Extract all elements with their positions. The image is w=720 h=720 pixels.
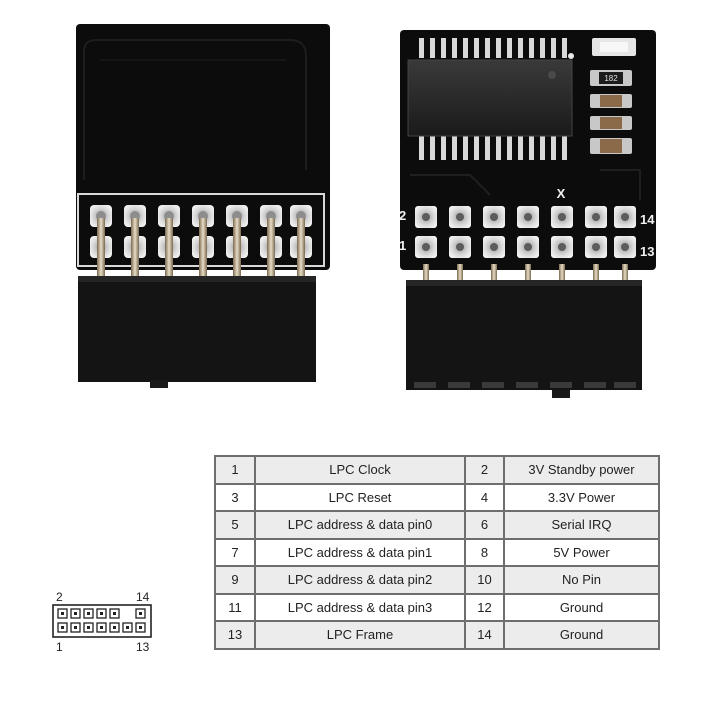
pin-signal: LPC address & data pin0 xyxy=(254,510,466,540)
header-label-bottom-left: 1 xyxy=(56,640,63,654)
tpm-module-photo: 182 X 2 1 14 13 xyxy=(76,24,656,398)
module-back-side xyxy=(76,24,330,388)
table-row: 11 LPC address & data pin3 12 Ground xyxy=(214,592,660,622)
silk-no-pin-mark: X xyxy=(557,186,566,201)
back-pins xyxy=(97,218,305,278)
pin-number: 9 xyxy=(214,565,256,595)
table-row: 1 LPC Clock 2 3V Standby power xyxy=(214,455,660,485)
chip-pins-bottom xyxy=(419,132,567,160)
table-row: 13 LPC Frame 14 Ground xyxy=(214,620,660,650)
pin-signal: LPC Reset xyxy=(254,482,466,512)
pin-number: 12 xyxy=(464,592,505,622)
pin-number: 11 xyxy=(214,592,256,622)
silk-pin-2: 2 xyxy=(399,208,406,223)
pin-signal: 5V Power xyxy=(503,537,660,567)
pin-number: 1 xyxy=(214,455,256,485)
pin-signal: LPC Frame xyxy=(254,620,466,650)
header-pin-grid xyxy=(52,604,152,638)
connector-housing-front xyxy=(406,280,642,390)
pin-number: 10 xyxy=(464,565,505,595)
pin-signal: LPC Clock xyxy=(254,455,466,485)
pin-number: 5 xyxy=(214,510,256,540)
table-row: 3 LPC Reset 4 3.3V Power xyxy=(214,482,660,512)
pin-signal: LPC address & data pin2 xyxy=(254,565,466,595)
pin-signal: Ground xyxy=(503,592,660,622)
back-pads xyxy=(90,205,312,258)
resistor-code: 182 xyxy=(604,74,618,83)
silk-pin-14: 14 xyxy=(640,212,655,227)
pin-number: 13 xyxy=(214,620,256,650)
header-label-bottom-right: 13 xyxy=(136,640,150,654)
tpm-chip xyxy=(407,59,573,137)
pin-signal: No Pin xyxy=(503,565,660,595)
header-label-top-left: 2 xyxy=(56,590,63,604)
header-diagram: 2 14 1 13 xyxy=(52,590,162,660)
pin-number: 7 xyxy=(214,537,256,567)
chip-pins-top xyxy=(419,38,567,58)
pin-signal: Ground xyxy=(503,620,660,650)
pin-signal: LPC address & data pin1 xyxy=(254,537,466,567)
pin-number: 8 xyxy=(464,537,505,567)
table-row: 7 LPC address & data pin1 8 5V Power xyxy=(214,537,660,567)
pin-number: 4 xyxy=(464,482,505,512)
connector-housing-back xyxy=(78,276,316,382)
pin-number: 6 xyxy=(464,510,505,540)
pin-signal: 3V Standby power xyxy=(503,455,660,485)
pin-number: 3 xyxy=(214,482,256,512)
pin-signal: Serial IRQ xyxy=(503,510,660,540)
module-front-side: 182 X 2 1 14 13 xyxy=(399,30,656,398)
smd-components: 182 xyxy=(590,38,636,154)
header-label-top-right: 14 xyxy=(136,590,150,604)
pin-signal: LPC address & data pin3 xyxy=(254,592,466,622)
silk-pin-13: 13 xyxy=(640,244,654,259)
table-row: 5 LPC address & data pin0 6 Serial IRQ xyxy=(214,510,660,540)
pin-number: 2 xyxy=(464,455,505,485)
table-row: 9 LPC address & data pin2 10 No Pin xyxy=(214,565,660,595)
pin-signal: 3.3V Power xyxy=(503,482,660,512)
silk-pin-1: 1 xyxy=(399,238,406,253)
pinout-table: 1 LPC Clock 2 3V Standby power 3 LPC Res… xyxy=(214,455,660,650)
pin-number: 14 xyxy=(464,620,505,650)
